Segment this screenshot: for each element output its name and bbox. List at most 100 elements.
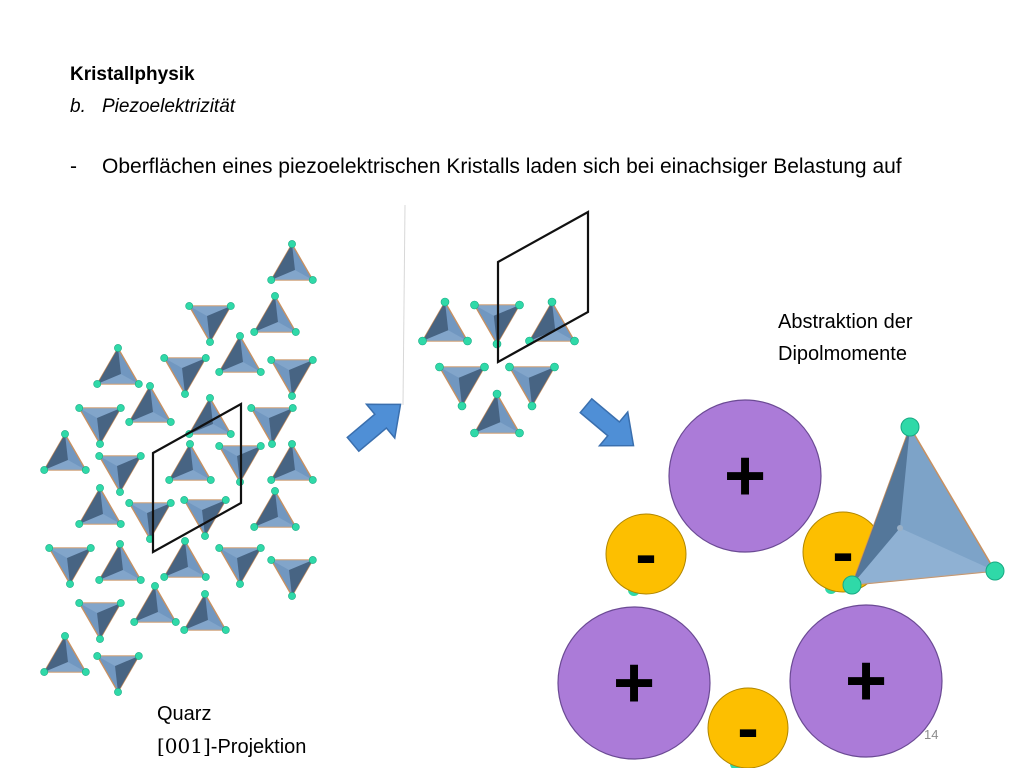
positive-charge: + — [668, 399, 822, 553]
oxygen-atom — [267, 356, 276, 364]
quartz-caption: Quarz[001]-Projektion — [157, 698, 306, 763]
oxygen-atom — [291, 328, 300, 336]
oxygen-atom — [146, 382, 154, 390]
oxygen-atom — [134, 380, 143, 388]
oxygen-atom — [256, 368, 265, 376]
tetrahedron — [267, 356, 317, 400]
minus-sign: - — [737, 692, 758, 764]
oxygen-atom — [256, 544, 265, 552]
oxygen-atom — [308, 476, 317, 484]
oxygen-atom — [985, 561, 1005, 581]
oxygen-atom — [308, 556, 317, 564]
oxygen-atom — [308, 356, 317, 364]
oxygen-atom — [166, 499, 175, 507]
tetrahedron — [215, 544, 265, 588]
oxygen-atom — [291, 523, 300, 531]
oxygen-atom — [125, 499, 134, 507]
oxygen-atom — [116, 404, 125, 412]
dipole-abstraction: +++--- — [557, 399, 943, 768]
negative-charge: - — [707, 687, 789, 768]
tetrahedron — [250, 292, 300, 336]
oxygen-atom — [440, 297, 450, 307]
oxygen-atom — [250, 523, 259, 531]
abstraction-label-line1: Abstraktion der — [778, 311, 913, 333]
tetrahedron — [93, 344, 143, 388]
oxygen-atom — [81, 668, 90, 676]
tetrahedron — [180, 496, 230, 540]
oxygen-atom — [96, 440, 104, 448]
oxygen-atom — [250, 328, 259, 336]
oxygen-atom — [201, 573, 210, 581]
tetrahedron — [267, 240, 317, 284]
oxygen-atom — [550, 362, 559, 372]
oxygen-atom — [247, 404, 256, 412]
oxygen-atom — [570, 336, 579, 346]
oxygen-atom — [81, 466, 90, 474]
oxygen-atom — [136, 576, 145, 584]
projection-label: [001]-Projektion — [157, 730, 306, 763]
oxygen-atom — [236, 332, 244, 340]
oxygen-atom — [457, 401, 467, 411]
oxygen-atom — [492, 389, 502, 399]
oxygen-atom — [221, 496, 230, 504]
negative-charge: - — [605, 513, 687, 596]
oxygen-atom — [61, 632, 69, 640]
oxygen-atom — [271, 292, 279, 300]
tetrahedron — [505, 362, 559, 411]
tetrahedron — [125, 499, 175, 543]
oxygen-atom — [288, 592, 296, 600]
oxygen-atom — [185, 302, 194, 310]
oxygen-atom — [136, 452, 145, 460]
oxygen-atom — [134, 652, 143, 660]
oxygen-atom — [95, 452, 104, 460]
tetrahedron — [267, 440, 317, 484]
oxygen-atom — [418, 336, 427, 346]
positive-charge: + — [557, 606, 711, 760]
oxygen-atom — [125, 418, 134, 426]
tetrahedron — [40, 430, 90, 474]
positive-charge: + — [789, 604, 943, 758]
tetrahedron — [470, 389, 524, 438]
quartz-ring-detail — [418, 297, 579, 438]
oxygen-atom — [435, 362, 444, 372]
tetrahedron — [75, 404, 125, 448]
oxygen-atom — [186, 440, 194, 448]
oxygen-atom — [116, 540, 124, 548]
oxygen-atom — [201, 532, 209, 540]
oxygen-atom — [226, 430, 235, 438]
oxygen-atom — [505, 362, 514, 372]
oxygen-atom — [215, 544, 224, 552]
tetrahedron — [45, 544, 95, 588]
oxygen-atom — [66, 580, 74, 588]
plus-sign: + — [724, 436, 766, 516]
oxygen-atom — [95, 576, 104, 584]
oxygen-atom — [206, 394, 214, 402]
projection-text: -Projektion — [210, 736, 307, 758]
subtitle-text: Piezoelektrizität — [102, 96, 236, 117]
oxygen-atom — [181, 537, 189, 545]
oxygen-atom — [96, 484, 104, 492]
oxygen-atom — [463, 336, 472, 346]
tetrahedron — [160, 537, 210, 581]
oxygen-atom — [114, 688, 122, 696]
bullet-text: Oberflächen eines piezoelektrischen Kris… — [102, 155, 902, 178]
oxygen-atom — [256, 442, 265, 450]
oxygen-atom — [96, 635, 104, 643]
slide-title: Kristallphysik — [70, 64, 195, 85]
oxygen-atom — [201, 590, 209, 598]
oxygen-atom — [86, 544, 95, 552]
oxygen-atom — [515, 300, 524, 310]
plus-sign: + — [845, 641, 887, 721]
tetrahedron — [93, 652, 143, 696]
oxygen-atom — [267, 476, 276, 484]
oxygen-atom — [206, 338, 214, 346]
tetrahedron — [75, 484, 125, 528]
oxygen-atom — [267, 556, 276, 564]
oxygen-atom — [288, 240, 296, 248]
oxygen-atom — [527, 401, 537, 411]
tetrahedron — [215, 332, 265, 376]
minus-sign: - — [635, 518, 656, 590]
oxygen-atom — [480, 362, 489, 372]
tetrahedron-center-atom — [897, 525, 903, 531]
